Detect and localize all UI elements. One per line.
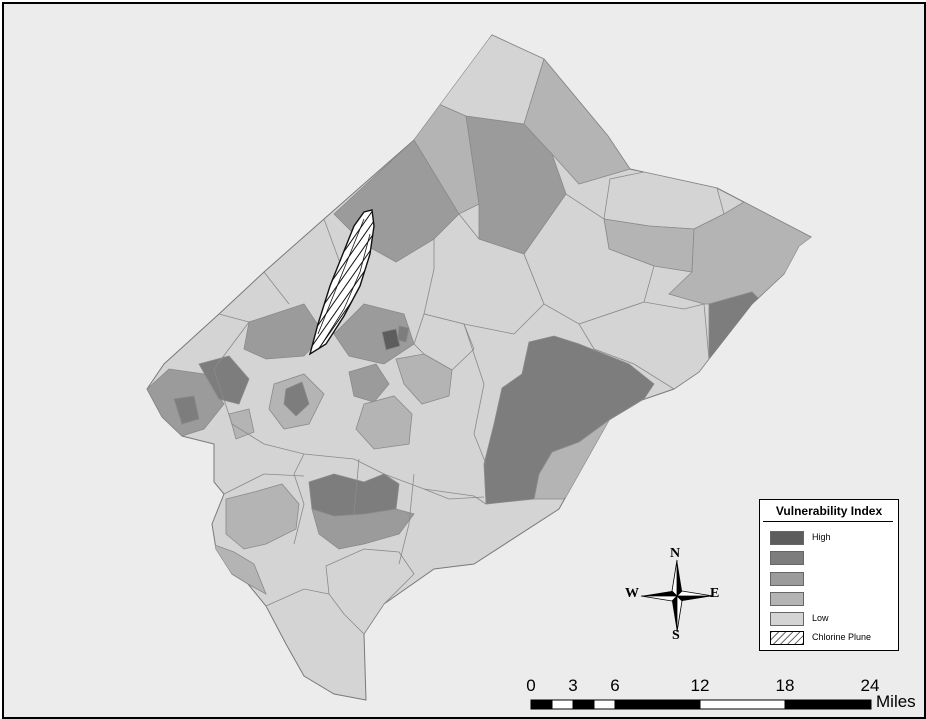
tract-north-5: [523, 58, 631, 185]
legend-swatch: [770, 592, 804, 606]
tract-center-2: [523, 193, 655, 325]
tract-high-1: [381, 328, 401, 351]
legend-label: Chlorine Plune: [812, 632, 872, 642]
legend-divider: [763, 521, 893, 522]
tract-west-10: [228, 408, 255, 440]
tract-south-1: [311, 508, 415, 550]
scale-unit-label: Miles: [876, 692, 916, 711]
tract-ne-3: [668, 201, 811, 305]
tract-west-1: [243, 303, 325, 360]
tract-ne-1: [603, 171, 725, 230]
tract-west-11: [173, 395, 200, 425]
tract-west-9: [355, 395, 413, 450]
tract-high-2: [397, 325, 410, 343]
chlorine-plume: [308, 209, 375, 356]
legend-title: Vulnerability Index: [775, 504, 883, 518]
hatch-swatch-icon: [770, 631, 804, 645]
compass-west-label: W: [625, 586, 639, 601]
tract-south-2: [225, 483, 300, 550]
legend-swatch: [770, 551, 804, 565]
legend-swatch: [770, 612, 804, 626]
compass-north-label: N: [670, 546, 681, 561]
tract-west-4: [198, 355, 250, 405]
scale-tick-24: 24: [860, 676, 880, 695]
scale-tick-12: 12: [690, 676, 710, 695]
tract-west-6: [283, 381, 310, 417]
legend-swatch: [770, 572, 804, 586]
county-map: [146, 34, 872, 710]
legend-label: Low: [812, 613, 829, 623]
scale-tick-6: 6: [610, 676, 620, 695]
scale-tick-3: 3: [568, 676, 578, 695]
scale-tick-18: 18: [775, 676, 795, 695]
scale-tick-0: 0: [526, 676, 536, 695]
tract-south-4: [325, 548, 415, 635]
tract-center-1: [423, 213, 545, 335]
north-arrow-icon: [640, 559, 714, 633]
tract-east-1: [578, 301, 710, 390]
legend-swatch: [770, 531, 804, 545]
compass-east-label: E: [710, 586, 720, 601]
compass-south-label: S: [672, 628, 680, 643]
legend-label: High: [812, 532, 831, 542]
legend: Vulnerability Index High Low Chlorine Pl…: [759, 499, 899, 651]
scale-bar: [530, 699, 872, 710]
tract-west-7: [348, 363, 390, 403]
